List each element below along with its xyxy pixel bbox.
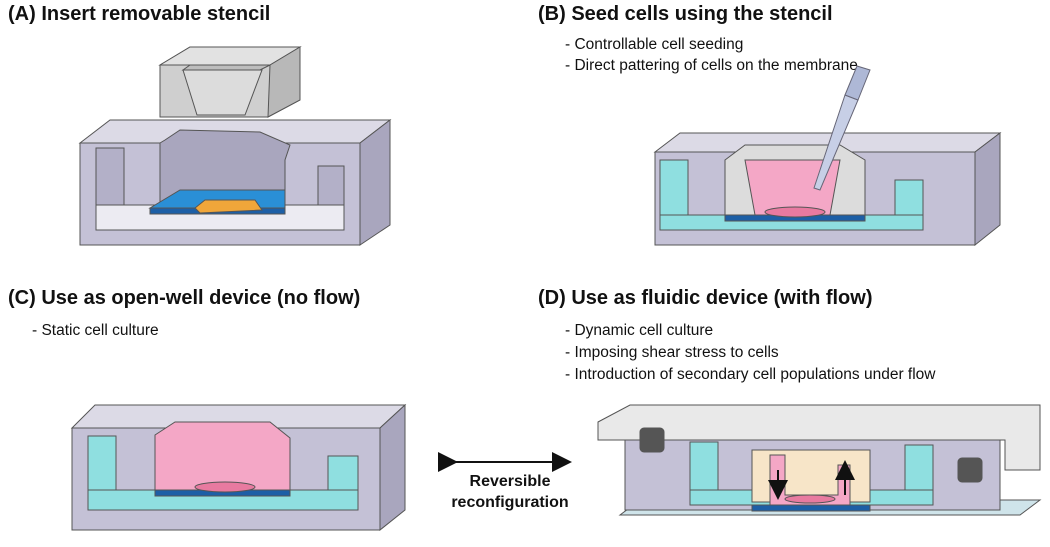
panel-a-stencil bbox=[158, 46, 302, 118]
reversible-label-2: reconfiguration bbox=[451, 494, 569, 511]
panel-b-pipette bbox=[813, 65, 871, 191]
panel-b-bullet-2: - Direct pattering of cells on the membr… bbox=[565, 57, 858, 74]
panel-c-title: (C) Use as open-well device (no flow) bbox=[8, 287, 361, 309]
panel-a-chip bbox=[78, 118, 392, 246]
panel-b-chip bbox=[653, 131, 1002, 247]
panel-b-title: (B) Seed cells using the stencil bbox=[538, 3, 833, 25]
panel-c-chip bbox=[70, 403, 407, 532]
panel-d-title: (D) Use as fluidic device (with flow) bbox=[538, 287, 873, 309]
panel-a-title: (A) Insert removable stencil bbox=[8, 3, 271, 25]
panel-c-bullet-1: - Static cell culture bbox=[32, 322, 159, 339]
panel-b-bullet-1: - Controllable cell seeding bbox=[565, 36, 744, 53]
panel-d-bullet-3: - Introduction of secondary cell populat… bbox=[565, 366, 936, 383]
panel-d-device bbox=[597, 404, 1042, 516]
panel-d-bullet-2: - Imposing shear stress to cells bbox=[565, 344, 779, 361]
panel-d-bullet-1: - Dynamic cell culture bbox=[565, 322, 714, 339]
panel-d-flow-arrows bbox=[768, 460, 855, 500]
reversible-label-1: Reversible bbox=[469, 473, 551, 490]
